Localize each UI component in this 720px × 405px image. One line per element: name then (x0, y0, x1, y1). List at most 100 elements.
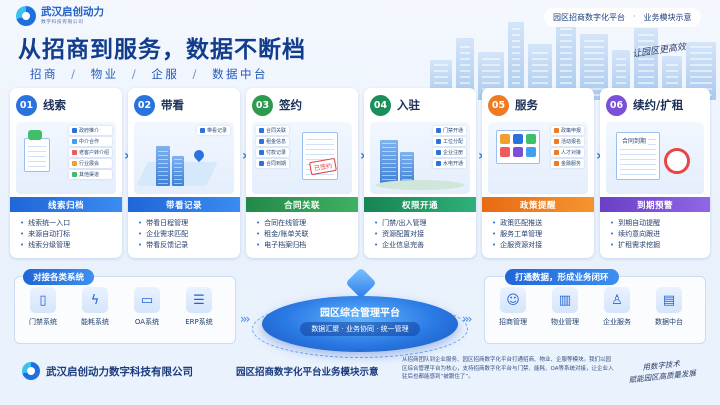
contract-item: 租金信息 (256, 137, 290, 146)
system-oa[interactable]: ▭ OA系统 (127, 287, 167, 327)
step-bullets: 政策匹配推送 服务工单管理 企服资源对接 (492, 218, 542, 251)
step-number: 05 (488, 94, 509, 116)
door-icon: ▯ (30, 287, 56, 313)
step-header: 06 续约/扩租 (600, 88, 710, 122)
subtitle-row: 招商 / 物业 / 企服 / 数据中台 (30, 66, 268, 82)
subtitle-item: 物业 (90, 67, 119, 81)
platform-hub[interactable]: 园区综合管理平台 数据汇聚 · 业务协同 · 统一管理 (252, 267, 468, 358)
visit-record-tag: 带看记录 (196, 126, 230, 135)
lead-source-list: 政府推介 中介合作 老客户转介绍 行业展会 其他渠道 (68, 126, 112, 179)
bullet: 续约意向跟进 (610, 229, 660, 240)
service-item: 政策申报 (550, 126, 584, 135)
system-label: 能耗系统 (81, 318, 109, 326)
step-card-visit[interactable]: 02 带看 带看记录 带看记录 带看日程管理 企业需求匹配 带看反馈记录 (128, 88, 240, 258)
step-bullets: 门禁/出入管理 资源配置对接 企业信息完善 (374, 218, 427, 251)
contract-list: 合同关联 租金信息 付款记录 合同到期 (256, 126, 290, 168)
step-number: 02 (134, 94, 155, 116)
system-label: 门禁系统 (29, 318, 57, 326)
footer-logo[interactable]: 武汉启创动力数字科技有限公司 (22, 362, 193, 380)
bullet: 线索分级管理 (20, 240, 70, 251)
step-pill: 线索归档 (10, 197, 122, 212)
bullet: 服务工单管理 (492, 229, 542, 240)
bullet: 租金/账单关联 (256, 229, 308, 240)
location-pin-icon (191, 147, 207, 163)
people-icon: ☺ (500, 287, 526, 313)
hub-disc (262, 296, 458, 352)
hub-subtitle: 数据汇聚 · 业务协同 · 统一管理 (300, 322, 420, 336)
chat-bubble-icon (28, 130, 42, 140)
alarm-clock-icon (664, 148, 690, 174)
step-card-renewal[interactable]: 06 续约/扩租 合同到期 到期预警 到期自动提醒 续约意向跟进 扩租需求挖掘 (600, 88, 710, 258)
service-list: 政策申报 活动报名 人才对接 金融服务 (550, 126, 584, 168)
module-investment[interactable]: ☺ 招商管理 (493, 287, 533, 327)
system-label: ERP系统 (185, 318, 213, 326)
subtitle-item: 数据中台 (212, 67, 269, 81)
service-item: 金融服务 (550, 159, 584, 168)
module-data-center[interactable]: ▤ 数据中台 (649, 287, 689, 327)
subtitle-sep: / (71, 67, 78, 81)
visit-tag: 带看记录 (196, 126, 230, 135)
modules-panel-tag: 打通数据，形成业务闭环 (505, 269, 619, 285)
lead-illustration: 政府推介 中介合作 老客户转介绍 行业展会 其他渠道 (16, 122, 116, 194)
bullet: 电子档案归档 (256, 240, 309, 251)
step-header: 01 线索 (10, 88, 122, 122)
building-icon: ▥ (552, 287, 578, 313)
bullet: 企业信息完善 (374, 240, 427, 251)
chevron-right-icon: › (478, 148, 484, 164)
system-erp[interactable]: ☰ ERP系统 (179, 287, 219, 327)
step-number: 03 (252, 94, 273, 116)
step-number: 04 (370, 94, 391, 116)
systems-panel-tag: 对接各类系统 (23, 269, 95, 285)
lead-source: 行业展会 (68, 159, 112, 168)
footer-logo-mark-icon (22, 362, 40, 380)
contract-item: 合同关联 (256, 126, 290, 135)
module-property[interactable]: ▥ 物业管理 (545, 287, 585, 327)
subtitle-sep: / (192, 67, 199, 81)
monitor-icon: ▭ (134, 287, 160, 313)
bullet: 来源自动打标 (20, 229, 70, 240)
subtitle-item: 招商 (30, 67, 58, 81)
footer-description: 从招商团队到企业服务、园区招商数字化平台打通招商、物业、企服等模块。我们以园区综… (402, 357, 614, 380)
step-card-lead[interactable]: 01 线索 政府推介 中介合作 老客户转介绍 行业展会 其他渠道 线索归档 线索… (10, 88, 122, 258)
systems-panel: 对接各类系统 ▯ 门禁系统 ϟ 能耗系统 ▭ OA系统 ☰ ERP系统 (14, 269, 236, 344)
contract-item: 付款记录 (256, 148, 290, 157)
step-pill: 带看记录 (128, 197, 240, 212)
logo-subtitle: 数字科技有限公司 (41, 20, 84, 25)
bullet: 门禁/出入管理 (374, 218, 426, 229)
chevron-right-icon: › (360, 148, 366, 164)
step-header: 05 服务 (482, 88, 594, 122)
system-door[interactable]: ▯ 门禁系统 (23, 287, 63, 327)
step-card-service[interactable]: 05 服务 政策申报 活动报名 人才对接 金融服务 政策提醒 政策匹配推送 (482, 88, 594, 258)
logo-name: 武汉启创动力 (41, 6, 104, 18)
energy-icon: ϟ (82, 287, 108, 313)
step-title: 入驻 (397, 98, 420, 112)
module-label: 企业服务 (603, 318, 631, 326)
system-energy[interactable]: ϟ 能耗系统 (75, 287, 115, 327)
chart-icon: ▤ (656, 287, 682, 313)
step-card-sign[interactable]: 03 签约 合同关联 租金信息 付款记录 合同到期 已签约 合同关联 合同在线管… (246, 88, 358, 258)
step-header: 03 签约 (246, 88, 358, 122)
bullet: 到期自动提醒 (610, 218, 660, 229)
bullet: 资源配置对接 (374, 229, 427, 240)
banner-left: 园区招商数字化平台 (553, 13, 625, 22)
bullet: 扩租需求挖掘 (610, 240, 660, 251)
company-logo[interactable]: 武汉启创动力 数字科技有限公司 (16, 6, 104, 26)
step-card-moveIn[interactable]: 04 入驻 门禁开通 工位分配 企业注册 水电开通 权限开通 门禁/出入管理 资… (364, 88, 476, 258)
process-steps: 01 线索 政府推介 中介合作 老客户转介绍 行业展会 其他渠道 线索归档 线索… (10, 88, 710, 258)
bullet: 线索统一入口 (20, 218, 70, 229)
service-item: 人才对接 (550, 148, 584, 157)
access-item: 企业注册 (432, 148, 466, 157)
system-label: OA系统 (134, 318, 160, 326)
document-icon (24, 138, 50, 172)
module-enterprise-service[interactable]: ♙ 企业服务 (597, 287, 637, 327)
logo-mark-icon (16, 6, 36, 26)
banner-sep: · (633, 12, 636, 21)
bullet: 带看反馈记录 (138, 240, 188, 251)
step-pill: 合同关联 (246, 197, 358, 212)
person-icon: ♙ (604, 287, 630, 313)
visit-illustration: 带看记录 (134, 122, 234, 194)
bullet: 合同在线管理 (256, 218, 309, 229)
access-item: 门禁开通 (432, 126, 466, 135)
step-bullets: 到期自动提醒 续约意向跟进 扩租需求挖掘 (610, 218, 660, 251)
